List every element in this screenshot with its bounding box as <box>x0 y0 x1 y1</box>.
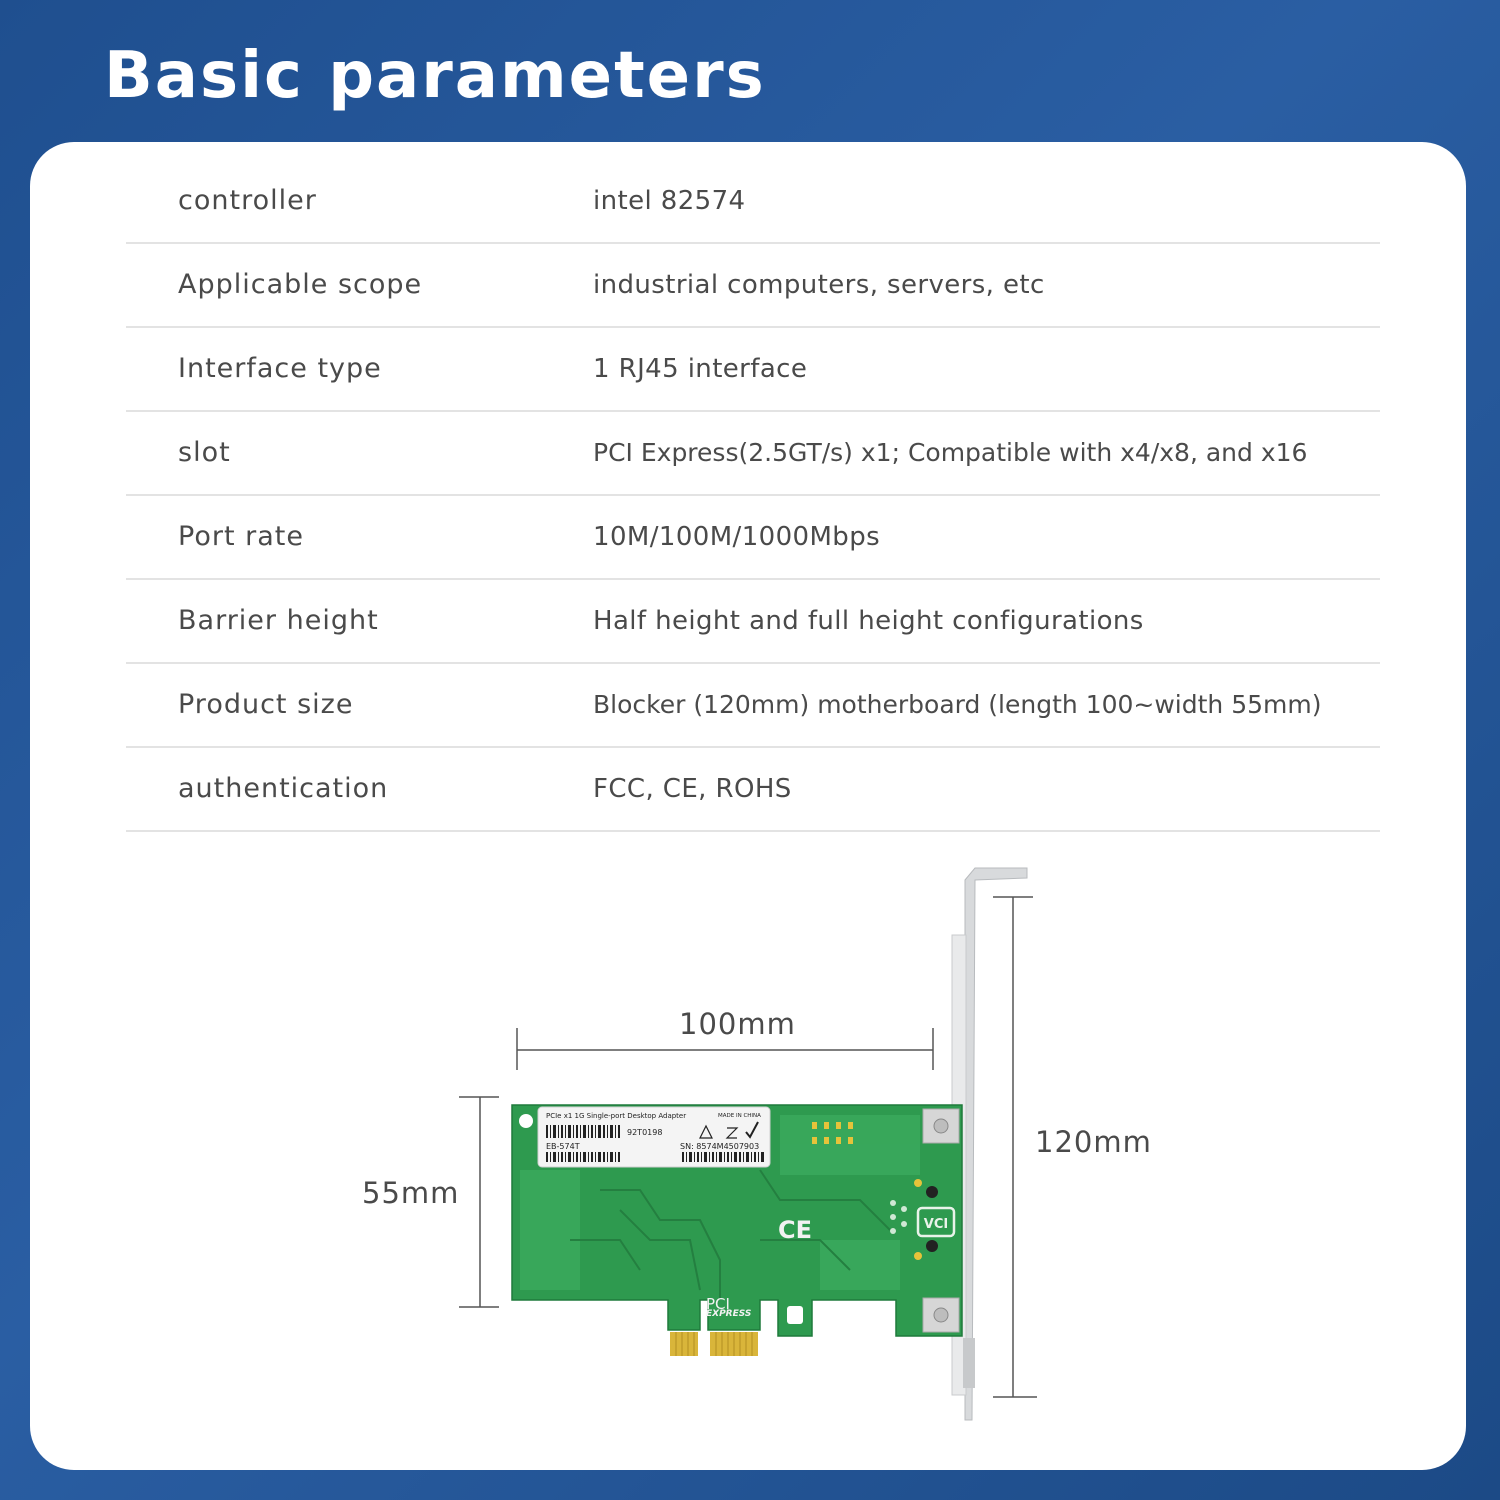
pci-logo-text: PCI <box>706 1295 730 1313</box>
product-sticker: PCIe x1 1G Single-port Desktop Adapter M… <box>537 1106 771 1168</box>
spec-row-applicable-scope: Applicable scope industrial computers, s… <box>126 244 1380 328</box>
sticker-title: PCIe x1 1G Single-port Desktop Adapter <box>546 1112 686 1120</box>
warning-icon <box>699 1124 713 1139</box>
weee-icon <box>725 1127 739 1139</box>
length-dimension-line <box>516 1028 934 1070</box>
sticker-made-in: MADE IN CHINA <box>718 1113 761 1119</box>
height-dimension-line <box>459 1096 499 1308</box>
length-label: 100mm <box>679 1007 796 1041</box>
spec-value: industrial computers, servers, etc <box>593 270 1045 300</box>
spec-value: intel 82574 <box>593 186 746 216</box>
spec-row-controller: controller intel 82574 <box>126 160 1380 244</box>
sticker-serial: SN: 8574M4507903 <box>680 1142 759 1151</box>
spec-value: Half height and full height configuratio… <box>593 606 1144 636</box>
vci-logo-icon <box>916 1206 956 1238</box>
sticker-code: 92T0198 <box>627 1128 662 1137</box>
spec-row-slot: slot PCI Express(2.5GT/s) x1; Compatible… <box>126 412 1380 496</box>
barcode-icon <box>546 1125 620 1138</box>
rohs-check-icon <box>745 1121 759 1139</box>
ce-mark-icon: CE <box>778 1216 812 1244</box>
page-title: Basic parameters <box>104 39 766 113</box>
spec-label: Product size <box>178 689 354 720</box>
spec-label: slot <box>178 437 231 468</box>
metal-bracket <box>951 867 1028 1421</box>
gold-fingers <box>670 1332 758 1356</box>
pci-express-text: EXPRESS <box>706 1309 751 1319</box>
spec-label: controller <box>178 185 317 216</box>
spec-value: 1 RJ45 interface <box>593 354 808 384</box>
spec-table: controller intel 82574 Applicable scope … <box>126 160 1380 832</box>
sticker-model: EB-574T <box>546 1142 580 1151</box>
spec-label: authentication <box>178 773 389 804</box>
bracket-height-label: 120mm <box>1035 1125 1152 1159</box>
svg-text:VCI: VCI <box>924 1217 948 1232</box>
spec-row-interface-type: Interface type 1 RJ45 interface <box>126 328 1380 412</box>
bracket-dimension-line <box>993 896 1037 1398</box>
spec-row-barrier-height: Barrier height Half height and full heig… <box>126 580 1380 664</box>
spec-label: Port rate <box>178 521 304 552</box>
spec-value: Blocker (120mm) motherboard (length 100~… <box>593 690 1322 719</box>
spec-value: FCC, CE, ROHS <box>593 774 792 804</box>
spec-value: PCI Express(2.5GT/s) x1; Compatible with… <box>593 438 1308 467</box>
spec-label: Applicable scope <box>178 269 423 300</box>
spec-row-authentication: authentication FCC, CE, ROHS <box>126 748 1380 832</box>
spec-row-product-size: Product size Blocker (120mm) motherboard… <box>126 664 1380 748</box>
spec-card: controller intel 82574 Applicable scope … <box>30 142 1466 1470</box>
spec-row-port-rate: Port rate 10M/100M/1000Mbps <box>126 496 1380 580</box>
height-label: 55mm <box>362 1176 460 1210</box>
spec-value: 10M/100M/1000Mbps <box>593 522 881 552</box>
spec-label: Barrier height <box>178 605 379 636</box>
spec-label: Interface type <box>178 353 382 384</box>
